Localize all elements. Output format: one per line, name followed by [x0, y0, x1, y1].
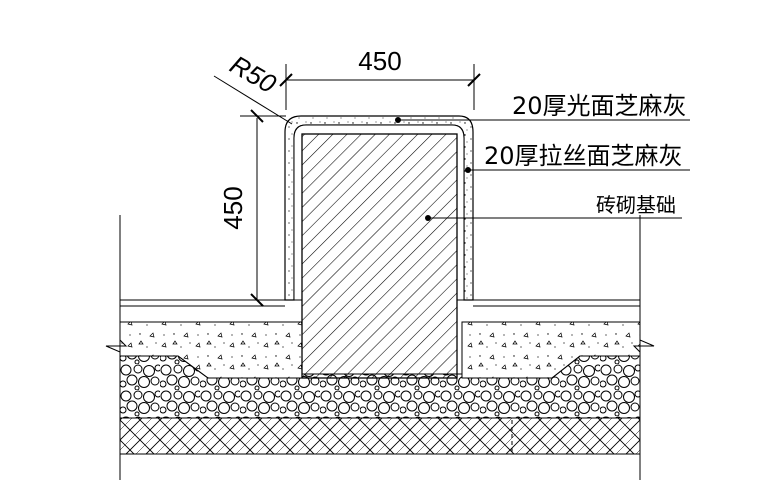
paving-surface	[120, 299, 640, 323]
width-dimension	[279, 64, 481, 110]
brick-foundation-body	[301, 133, 458, 379]
rough-plaster-layer	[293, 124, 465, 301]
left-break-mark	[105, 338, 128, 353]
radius-leader	[213, 75, 293, 125]
width-dimension-label: 450	[358, 46, 401, 76]
callout-rough-plaster: 20厚拉丝面芝麻灰	[465, 142, 690, 173]
right-break-mark	[632, 339, 655, 354]
compacted-soil-layer	[119, 417, 641, 455]
callout-smooth-plaster-text: 20厚光面芝麻灰	[512, 92, 687, 120]
callout-rough-plaster-text: 20厚拉丝面芝麻灰	[484, 142, 683, 170]
callout-brick-foundation-text: 砖砌基础	[596, 193, 676, 217]
radius-label: R50	[225, 49, 282, 99]
callout-brick-foundation: 砖砌基础	[425, 193, 682, 221]
height-dimension-label: 450	[218, 186, 248, 229]
callout-smooth-plaster: 20厚光面芝麻灰	[395, 92, 690, 123]
